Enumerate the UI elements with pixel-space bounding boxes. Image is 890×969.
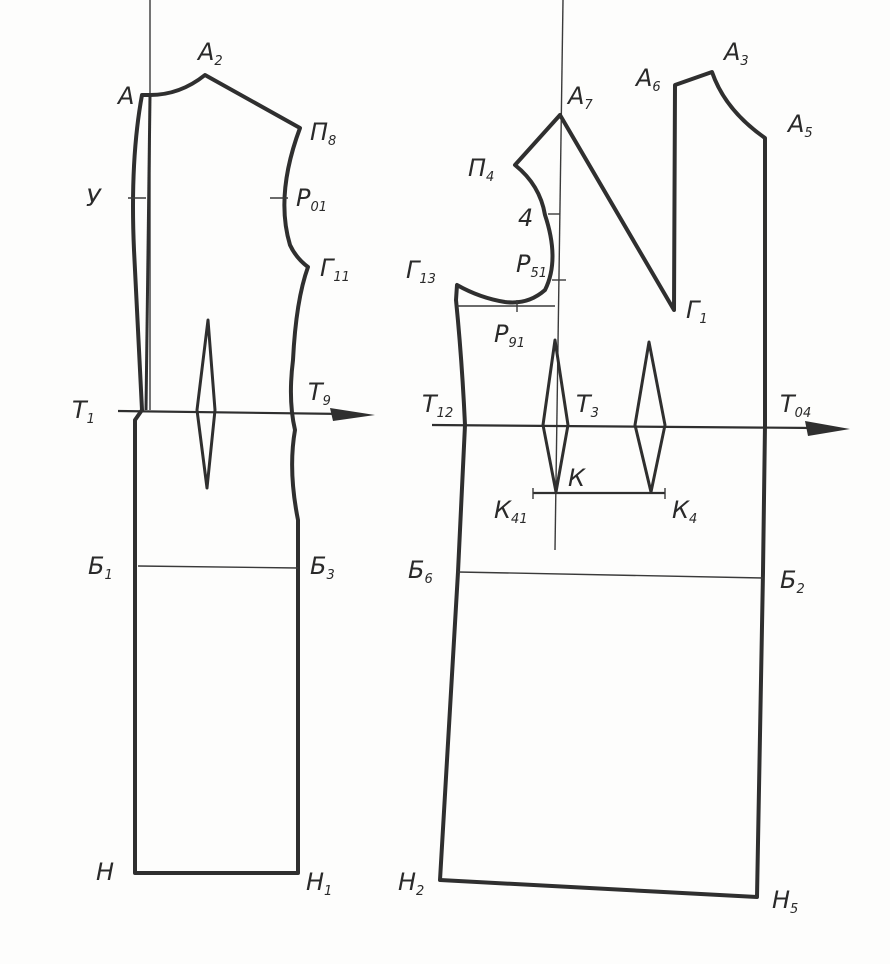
front-hip-line [457,571,764,579]
front-waist-axis [431,423,816,430]
label-G1: Г1 [686,296,708,327]
back-waist-axis [117,409,346,416]
front-outline [438,70,767,899]
label-A3: А3 [722,38,749,69]
label-A7: А7 [566,82,593,113]
label-A: А [116,82,134,110]
label-G13: Г13 [406,256,436,287]
front-waist-dart-2 [633,340,667,494]
label-4: 4 [518,204,533,232]
label-H2: Н2 [398,868,424,899]
label-T3: Т3 [576,390,599,421]
label-T04: Т04 [780,390,811,421]
label-H: Н [96,858,114,886]
back-piece: А А2 П8 У Р01 Г11 Т1 Т9 Б1 Б3 Н Н1 [72,0,375,899]
label-B1: Б1 [88,552,113,583]
label-H5: Н5 [772,886,798,917]
label-A5: А5 [786,110,813,141]
label-B3: Б3 [310,552,335,583]
label-P51: Р51 [516,250,547,281]
label-T9: Т9 [308,378,331,409]
front-vertical-guide [554,0,564,551]
back-waist-dart [195,318,217,490]
label-K41: К41 [494,496,528,527]
label-P4: П4 [468,154,494,185]
label-B2: Б2 [780,566,805,597]
back-hip-line [137,565,299,569]
label-P91: Р91 [494,320,525,351]
front-piece: А7 А6 А3 А5 П4 4 Г13 Р51 Г1 Р91 Т12 Т3 Т… [398,0,850,917]
front-waist-arrowhead [805,421,850,436]
label-U: У [86,184,102,212]
label-K: К [568,464,586,492]
back-waist-arrowhead [330,408,375,421]
label-A6: А6 [634,64,661,95]
label-H1: Н1 [306,868,332,899]
label-G11: Г11 [320,254,350,285]
label-P8: П8 [310,118,336,149]
back-center-seam [144,94,152,411]
back-outline [131,73,310,875]
label-T12: Т12 [422,390,453,421]
label-P01: Р01 [296,184,327,215]
label-T1: Т1 [72,396,95,427]
label-B6: Б6 [408,556,433,587]
label-K4: К4 [672,496,697,527]
label-A2: А2 [196,38,223,69]
